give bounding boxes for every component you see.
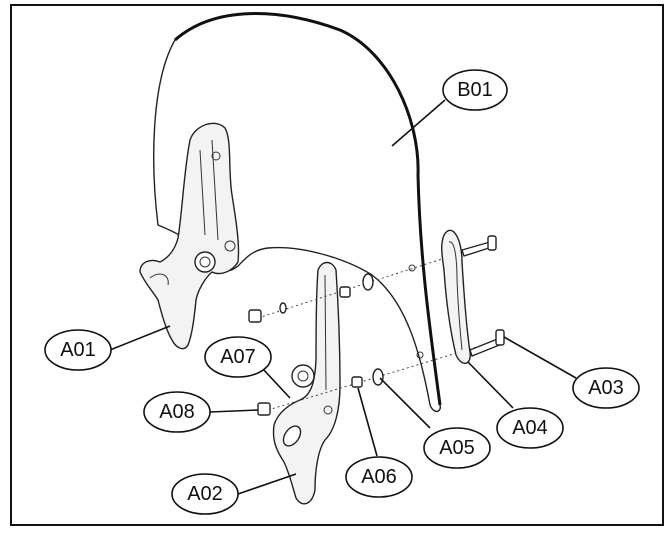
lower-washer [372, 368, 384, 386]
backing-plate [441, 229, 471, 364]
leader-a01 [109, 325, 171, 351]
leader-a03 [503, 336, 577, 379]
right-bracket-slot [282, 425, 302, 447]
lower-screw-head [495, 329, 505, 346]
callout-a04-text: A04 [512, 417, 548, 439]
windshield-hole [408, 264, 416, 272]
left-bracket-hole [224, 240, 236, 252]
right-bracket-hole [323, 405, 333, 415]
leader-a04 [467, 361, 514, 409]
leader-a06 [357, 387, 378, 457]
leader-b01 [391, 99, 446, 147]
callout-a06-text: A06 [361, 466, 397, 488]
lower-spacer [351, 376, 363, 388]
callout-a01-text: A01 [60, 339, 96, 361]
right-bracket-knob-inner [297, 370, 309, 382]
left-bracket-knob-inner [199, 256, 211, 268]
leader-a05 [379, 377, 431, 429]
windshield-hole [416, 351, 424, 359]
callout-a08-text: A08 [159, 401, 195, 423]
callout-a05-text: A05 [439, 437, 475, 459]
callout-a04: A04 [496, 407, 564, 449]
upper-washer [362, 273, 374, 291]
left-bracket-slot [149, 273, 169, 286]
diagram-frame [10, 4, 664, 526]
callout-a01: A01 [44, 329, 112, 371]
leader-a07 [261, 367, 291, 399]
left-bracket [139, 122, 240, 350]
left-bracket-edge [199, 149, 206, 236]
lower-nut [257, 402, 271, 416]
callout-b01-text: B01 [457, 79, 493, 101]
callout-a07: A07 [204, 336, 272, 378]
backing-plate-inner [448, 241, 463, 351]
leader-a08 [209, 409, 259, 413]
windshield-trim [174, 12, 442, 406]
callout-a02-text: A02 [187, 483, 223, 505]
callout-a03: A03 [572, 367, 640, 409]
upper-spacer [339, 286, 351, 298]
left-bracket-knob [194, 251, 216, 273]
callout-a05: A05 [423, 427, 491, 469]
upper-lock-washer [279, 302, 287, 314]
right-bracket-edge [324, 274, 327, 391]
callout-b01: B01 [442, 69, 508, 111]
callout-a08: A08 [143, 391, 211, 433]
upper-screw-head [487, 235, 497, 251]
upper-nut [248, 309, 262, 323]
callout-a03-text: A03 [588, 377, 624, 399]
right-bracket-knob [291, 364, 315, 388]
upper-axis-line [257, 241, 496, 319]
left-bracket-hole [211, 151, 221, 161]
callout-a07-text: A07 [220, 346, 256, 368]
callout-a06: A06 [345, 456, 413, 498]
callout-a02: A02 [171, 473, 239, 515]
leader-a02 [237, 473, 297, 495]
left-bracket-edge [211, 139, 219, 241]
